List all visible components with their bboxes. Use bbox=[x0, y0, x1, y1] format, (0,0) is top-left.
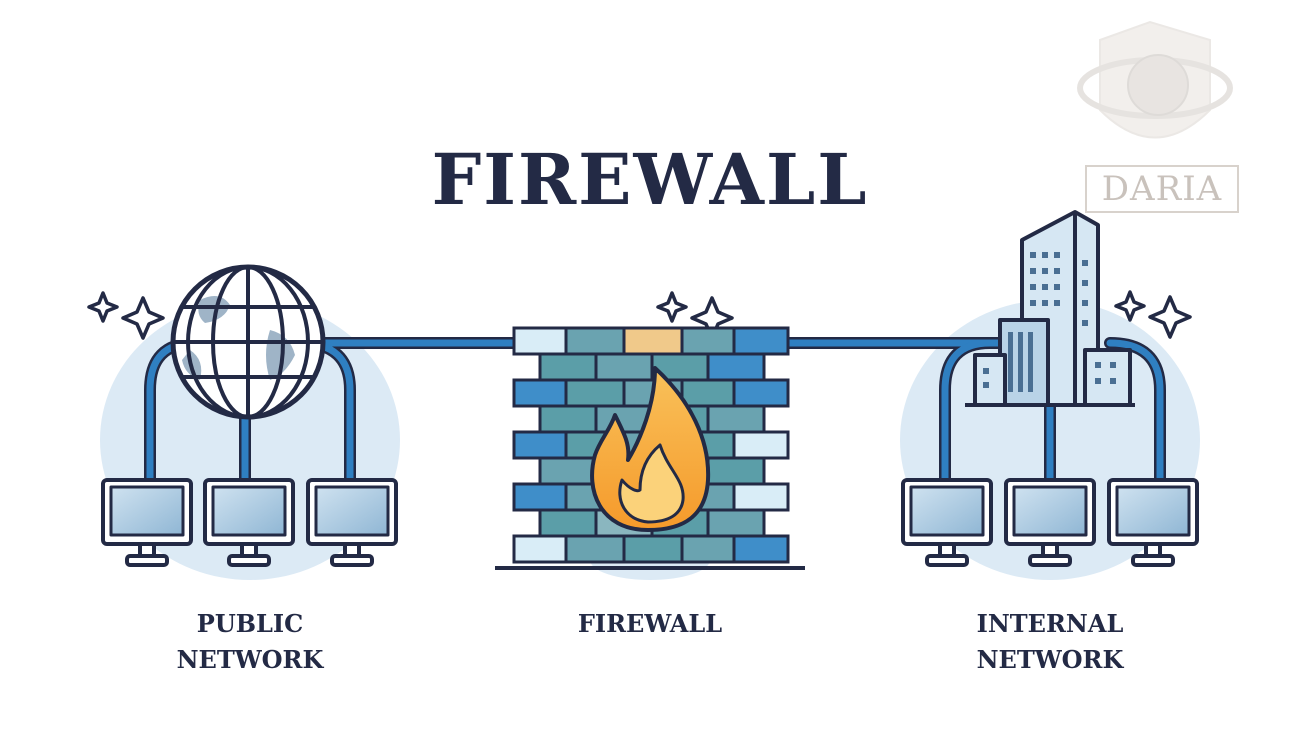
internal-network-label: INTERNAL NETWORK bbox=[940, 606, 1160, 678]
computer-icon bbox=[306, 478, 398, 567]
computer-icon bbox=[101, 478, 193, 567]
computer-icon bbox=[901, 478, 993, 567]
globe-icon bbox=[170, 264, 326, 420]
watermark-logo bbox=[1077, 20, 1233, 139]
page-title: FIREWALL bbox=[431, 138, 869, 221]
public-network-label-line1: PUBLIC bbox=[196, 609, 304, 638]
computer-icon bbox=[1107, 478, 1199, 567]
firewall-label: FIREWALL bbox=[530, 606, 770, 642]
firewall-label-line1: FIREWALL bbox=[577, 609, 723, 638]
public-network-label: PUBLIC NETWORK bbox=[140, 606, 360, 678]
public-network-label-line2: NETWORK bbox=[176, 645, 324, 674]
office-building-icon bbox=[965, 210, 1135, 407]
watermark-text: DARIA bbox=[1085, 165, 1239, 213]
sparkle-icon bbox=[87, 290, 1192, 340]
internal-network-label-line2: NETWORK bbox=[976, 645, 1124, 674]
computer-icon bbox=[203, 478, 295, 567]
computer-icon bbox=[1004, 478, 1096, 567]
internal-network-label-line1: INTERNAL bbox=[976, 609, 1124, 638]
flame-icon bbox=[590, 366, 711, 532]
